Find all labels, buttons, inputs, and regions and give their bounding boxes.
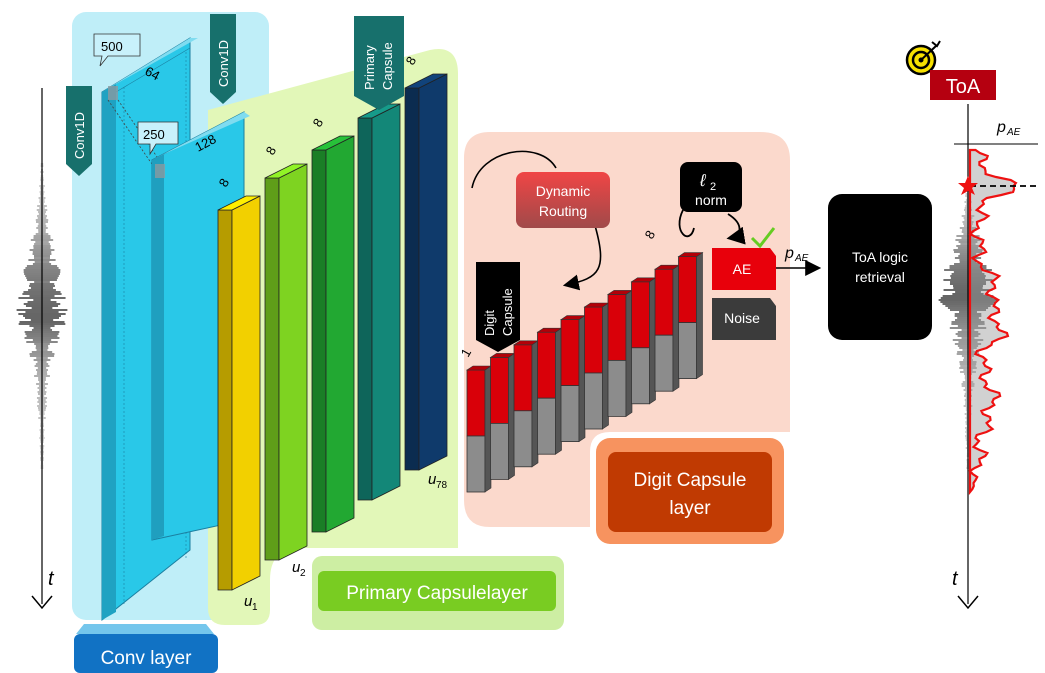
callout-500: 500	[93, 33, 141, 67]
toa-star-icon	[958, 176, 978, 195]
digit-capsule-blocks	[466, 252, 704, 493]
svg-text:250: 250	[143, 127, 165, 142]
primary-capsule-columns: 88888u1u2u78	[216, 54, 448, 613]
digit-capsule-7	[607, 289, 633, 417]
svg-text:Primary Capsulelayer: Primary Capsulelayer	[346, 583, 528, 604]
svg-text:AE: AE	[794, 253, 809, 264]
svg-text:ToA logic: ToA logic	[852, 249, 908, 265]
svg-text:Capsule: Capsule	[500, 288, 515, 336]
p-ae-density	[968, 148, 1018, 496]
target-icon	[905, 40, 941, 76]
digit-capsule-6	[583, 302, 610, 430]
time-arrow-right-icon	[957, 595, 979, 610]
primary-capsule-5: 8	[403, 54, 448, 471]
primary-capsule-2: 8	[263, 144, 308, 561]
conv1-channels: 64	[143, 63, 163, 83]
primary-tag-line2: Capsule	[380, 42, 395, 90]
svg-text:ℓ: ℓ	[699, 171, 706, 190]
digit-capsule-3	[513, 340, 539, 468]
check-icon	[750, 227, 776, 249]
conv-layer-label: Conv layer	[74, 624, 218, 673]
svg-text:norm: norm	[695, 192, 727, 208]
digit-capsule-8	[630, 277, 657, 405]
p-axis-label: p	[996, 119, 1006, 136]
time-label-right: t	[952, 568, 959, 590]
primary-capsule-layer-label: Primary Capsulelayer	[312, 556, 564, 630]
primary-capsule-4: 8	[356, 84, 401, 501]
class-ae-box: AE	[712, 248, 776, 290]
p-ae-arrow: p AE	[776, 245, 822, 276]
svg-text:2: 2	[710, 181, 716, 193]
u-label-first-sub: 1	[252, 602, 258, 613]
u-label-first: u	[244, 593, 253, 610]
class-noise-box: Noise	[712, 298, 776, 340]
digit-capsule-4	[536, 327, 563, 455]
toa-retrieval-box: ToA logic retrieval	[828, 194, 932, 340]
time-arrow-left-icon	[31, 595, 53, 610]
u-label-last: u	[428, 471, 437, 488]
svg-text:retrieval: retrieval	[855, 269, 905, 285]
svg-text:500: 500	[101, 39, 123, 54]
svg-text:layer: layer	[669, 498, 711, 519]
dynamic-routing-box: Dynamic Routing	[516, 172, 610, 228]
primary-capsule-1: 8	[216, 176, 261, 591]
digit-capsule-1	[466, 365, 492, 493]
digit-capsule-9	[654, 264, 680, 392]
svg-text:Conv1D: Conv1D	[216, 40, 231, 87]
svg-text:ToA: ToA	[946, 76, 981, 98]
toa-label: ToA	[930, 70, 996, 100]
u-label-second: u	[292, 559, 301, 576]
primary-tag-line1: Primary	[362, 45, 377, 90]
time-label-left: t	[48, 568, 55, 590]
routing-loop-arrow	[471, 150, 602, 291]
digit-capsule-5	[560, 315, 586, 443]
svg-text:Noise: Noise	[724, 310, 760, 326]
svg-text:Conv layer: Conv layer	[101, 648, 192, 669]
digit-capsule-2	[489, 352, 516, 480]
input-waveform	[16, 88, 68, 610]
svg-text:Dynamic: Dynamic	[536, 183, 590, 199]
digit-capsule-layer-label: Digit Capsule layer	[596, 438, 784, 544]
callout-250: 250	[137, 121, 179, 156]
u-label-last-sub: 78	[436, 480, 448, 491]
u-label-second-sub: 2	[300, 568, 306, 579]
svg-text:Conv1D: Conv1D	[72, 112, 87, 159]
l2-norm-box: ℓ 2 norm	[678, 162, 746, 245]
digit-capsule-10	[677, 252, 704, 380]
svg-text:Digit: Digit	[482, 310, 497, 336]
svg-text:p: p	[784, 245, 794, 262]
primary-capsule-3: 8	[310, 116, 355, 533]
conv1d-tag-1: Conv1D	[66, 86, 92, 176]
digit-capsule-tag: Digit Capsule	[476, 262, 520, 352]
conv1d-tag-2: Conv1D	[210, 14, 236, 104]
svg-text:Digit Capsule: Digit Capsule	[634, 470, 747, 491]
svg-text:Routing: Routing	[539, 203, 587, 219]
svg-text:AE: AE	[733, 261, 752, 277]
p-axis-sub: AE	[1006, 127, 1021, 138]
primary-capsule-tag: Primary Capsule	[354, 16, 404, 110]
